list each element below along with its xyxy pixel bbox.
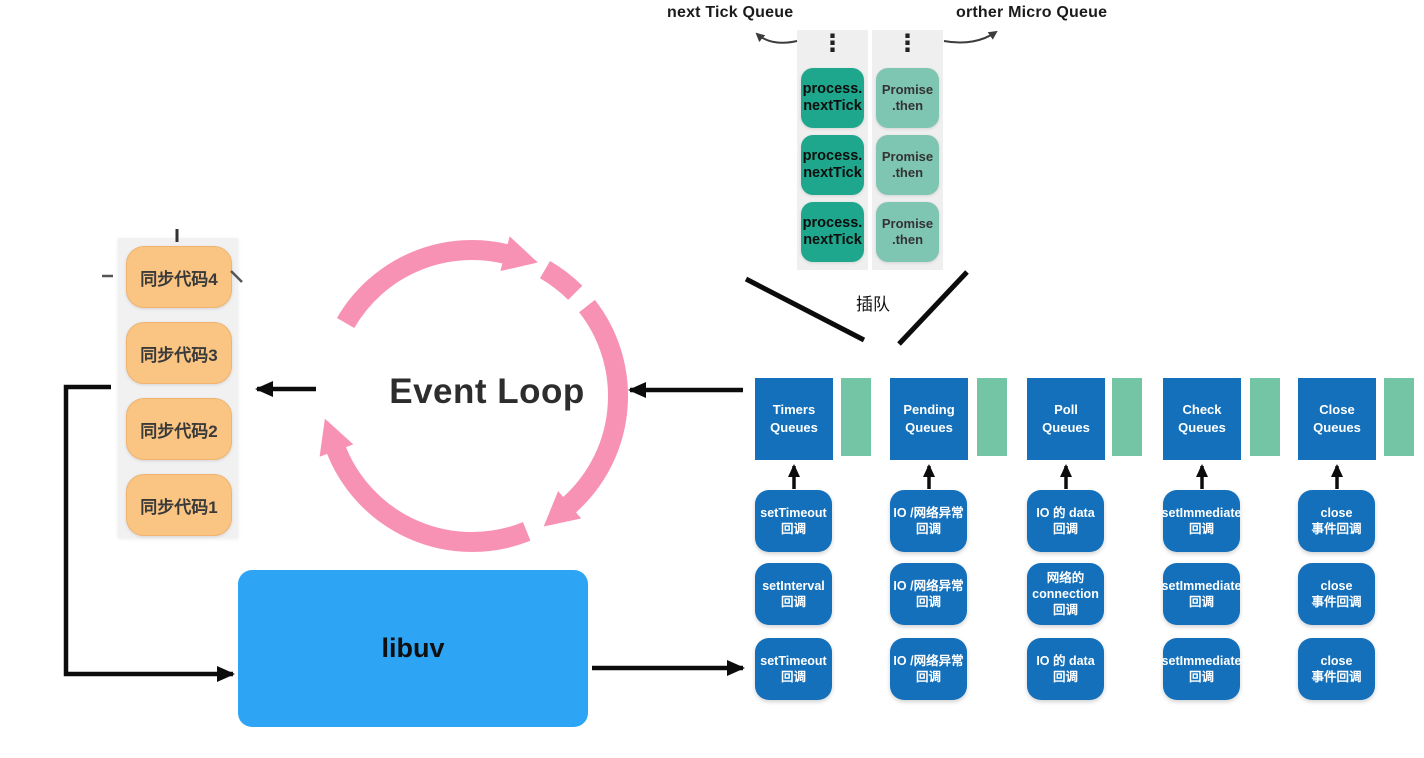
queue-header-close: Close Queues (1298, 378, 1376, 460)
queue-header-timers: Timers Queues (755, 378, 833, 460)
callback-box: setImmediate 回调 (1161, 638, 1242, 700)
queue-header-poll: Poll Queues (1027, 378, 1105, 460)
cut-in-line-left (744, 276, 866, 343)
sync-code-box: 同步代码1 (126, 474, 232, 536)
callback-label: IO 的 data 回调 (1036, 505, 1095, 536)
callback-box: close 事件回调 (1298, 563, 1375, 625)
process-nexttick-box: process. nextTick (801, 68, 864, 128)
callback-box: close 事件回调 (1298, 490, 1375, 552)
sync-code-stack: 同步代码4 同步代码3 同步代码2 同步代码1 (118, 238, 238, 538)
process-nexttick-box: process. nextTick (801, 135, 864, 195)
callback-label: close 事件回调 (1311, 653, 1362, 684)
cut-in-label: 插队 (856, 295, 890, 314)
sync-code-box: 同步代码2 (126, 398, 232, 460)
callback-label: setImmediate 回调 (1161, 578, 1242, 609)
process-nexttick-label: process. nextTick (802, 80, 863, 114)
callback-box: IO 的 data 回调 (1027, 638, 1104, 700)
callback-label: setTimeout 回调 (760, 653, 827, 684)
callback-box: IO 的 data 回调 (1027, 490, 1104, 552)
callback-box: close 事件回调 (1298, 638, 1375, 700)
callback-label: IO 的 data 回调 (1036, 653, 1095, 684)
ellipsis-icon: ⋮ (820, 30, 845, 57)
queue-title: Check Queues (1178, 402, 1226, 435)
queue-header-pending: Pending Queues (890, 378, 968, 460)
process-nexttick-label: process. nextTick (802, 214, 863, 248)
micro-queue-column: ⋮ Promise .then Promise .then Promise .t… (872, 30, 943, 270)
queue-header-check: Check Queues (1163, 378, 1241, 460)
callback-label: IO /网络异常 回调 (893, 505, 964, 536)
callback-label: close 事件回调 (1311, 505, 1362, 536)
sync-code-box: 同步代码3 (126, 322, 232, 384)
queue-title: Pending Queues (903, 402, 955, 435)
callback-label: close 事件回调 (1311, 578, 1362, 609)
queue-green-bar (1250, 378, 1280, 456)
queue-green-bar (1112, 378, 1142, 456)
callback-label: setInterval 回调 (762, 578, 825, 609)
callback-label: IO /网络异常 回调 (893, 578, 964, 609)
event-loop-title: Event Loop (389, 372, 585, 411)
event-loop-arc-bottom (319, 418, 531, 553)
queue-green-bar (841, 378, 871, 456)
event-loop-arc-sliver (539, 260, 583, 301)
promise-then-label: Promise .then (881, 215, 934, 247)
promise-then-box: Promise .then (876, 135, 939, 195)
promise-then-box: Promise .then (876, 202, 939, 262)
callback-box: IO /网络异常 回调 (890, 638, 967, 700)
next-tick-queue-label: next Tick Queue (667, 4, 794, 21)
callback-label: 网络的 connection 回调 (1032, 570, 1099, 618)
cut-in-line-right (897, 270, 969, 346)
promise-then-label: Promise .then (881, 148, 934, 180)
process-nexttick-label: process. nextTick (802, 147, 863, 181)
queue-green-bar (1384, 378, 1414, 456)
libuv-label: libuv (381, 633, 445, 663)
sync-code-box: 同步代码4 (126, 246, 232, 308)
promise-then-label: Promise .then (881, 81, 934, 113)
process-nexttick-box: process. nextTick (801, 202, 864, 262)
queue-green-bar (977, 378, 1007, 456)
event-loop-arc-top (336, 236, 538, 329)
queue-title: Poll Queues (1042, 402, 1090, 435)
callback-box: setTimeout 回调 (755, 638, 832, 700)
callback-label: setImmediate 回调 (1161, 505, 1242, 536)
callback-box: IO /网络异常 回调 (890, 563, 967, 625)
promise-then-box: Promise .then (876, 68, 939, 128)
next-tick-queue-column: ⋮ process. nextTick process. nextTick pr… (797, 30, 868, 270)
pointer-other-micro-queue (943, 30, 998, 44)
queue-title: Timers Queues (770, 402, 818, 435)
callback-box: setImmediate 回调 (1161, 563, 1242, 625)
queue-title: Close Queues (1313, 402, 1361, 435)
callback-box: setTimeout 回调 (755, 490, 832, 552)
callback-label: IO /网络异常 回调 (893, 653, 964, 684)
libuv-box: libuv (238, 570, 588, 727)
callback-box: setInterval 回调 (755, 563, 832, 625)
callback-box: setImmediate 回调 (1161, 490, 1242, 552)
other-micro-queue-label: orther Micro Queue (956, 4, 1108, 21)
callback-label: setImmediate 回调 (1161, 653, 1242, 684)
callback-box: 网络的 connection 回调 (1027, 563, 1104, 625)
pointer-next-tick-queue (755, 32, 798, 44)
ellipsis-icon: ⋮ (895, 30, 920, 57)
callback-box: IO /网络异常 回调 (890, 490, 967, 552)
callback-label: setTimeout 回调 (760, 505, 827, 536)
